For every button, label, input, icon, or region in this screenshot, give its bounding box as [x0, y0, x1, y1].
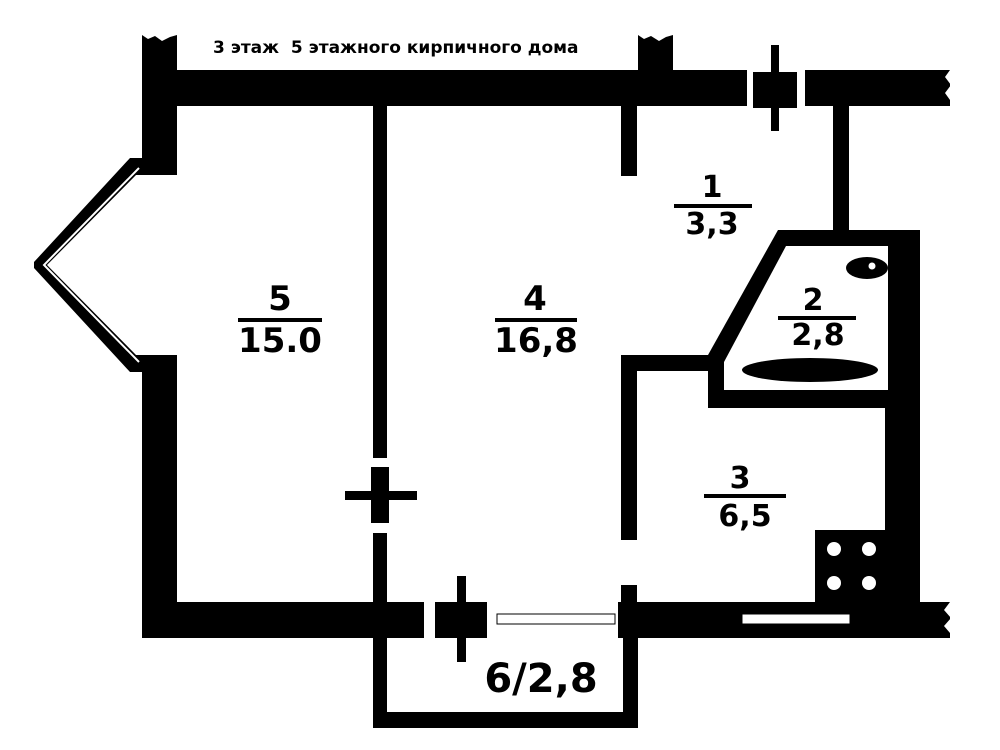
break-right-bottom: [944, 602, 960, 638]
wall-left-lower: [142, 355, 177, 638]
break-right-top: [945, 70, 960, 106]
stove-burner: [827, 542, 841, 556]
balcony-right: [623, 638, 638, 728]
windows: [496, 613, 851, 625]
fraction-bar: [238, 318, 322, 322]
window-balcony: [496, 613, 616, 625]
balcony-bottom: [373, 712, 638, 728]
door-markers: [345, 45, 797, 662]
window-kitchen: [741, 613, 851, 625]
wall-corridor-right: [833, 106, 849, 232]
room-door-post: [371, 467, 389, 523]
wall-5-4-lower: [373, 533, 387, 603]
room-area: 6,5: [718, 499, 771, 534]
fraction-bar: [674, 204, 752, 208]
wall-5-4-upper: [373, 106, 387, 458]
room-label-5: 5 15.0: [238, 279, 322, 361]
room-area: 3,3: [685, 207, 738, 242]
room-number: 2: [803, 283, 824, 318]
stove-icon: [815, 530, 888, 602]
balcony-left: [373, 638, 387, 728]
wall-ledge: [621, 355, 711, 371]
entrance-door-bar: [771, 45, 779, 131]
wall-breaks: [142, 32, 960, 638]
wall-stub-top-mid: [638, 35, 673, 75]
room-label-4: 4 16,8: [494, 279, 578, 361]
wall-left-upper: [142, 70, 177, 175]
room-area: 16,8: [494, 321, 578, 361]
bay-window-glass: [42, 167, 140, 363]
room-number: 3: [730, 461, 751, 496]
room-area: 15.0: [238, 321, 322, 361]
fraction-bar: [778, 316, 856, 320]
bay-window: [34, 158, 142, 372]
bay-window-frame: [34, 158, 142, 372]
balcony-door-bar: [457, 576, 466, 662]
wall-top-right: [805, 70, 950, 106]
room-label-3: 3 6,5: [704, 461, 786, 534]
stove-burner: [827, 576, 841, 590]
room-area: 2,8: [791, 318, 844, 353]
room-label-2: 2 2,8: [778, 283, 856, 353]
stove-body: [815, 530, 888, 602]
stove-burner: [862, 576, 876, 590]
wall-4-3: [621, 355, 637, 540]
toilet-bowl-icon: [868, 262, 876, 270]
wall-top-left: [142, 70, 747, 106]
wall-bottom-left: [142, 602, 424, 638]
stove-burner: [862, 542, 876, 556]
wall-stub-top-left: [142, 35, 177, 75]
toilet-icon: [846, 257, 888, 279]
room-number: 5: [268, 279, 292, 319]
break-top-mid: [638, 32, 673, 41]
floor-caption: 3 этаж 5 этажного кирпичного дома: [213, 38, 579, 58]
room-number: 4: [523, 279, 547, 319]
fraction-bar: [495, 318, 577, 322]
room-label-1: 1 3,3: [674, 170, 752, 242]
room-number: 1: [702, 170, 723, 205]
wall-4-3-bottom: [621, 585, 637, 605]
balcony-label: 6/2,8: [484, 656, 597, 702]
wall-4-1-upper: [621, 106, 637, 176]
fraction-bar: [704, 494, 786, 498]
break-top-left: [142, 32, 177, 41]
bathtub-icon: [742, 358, 878, 382]
